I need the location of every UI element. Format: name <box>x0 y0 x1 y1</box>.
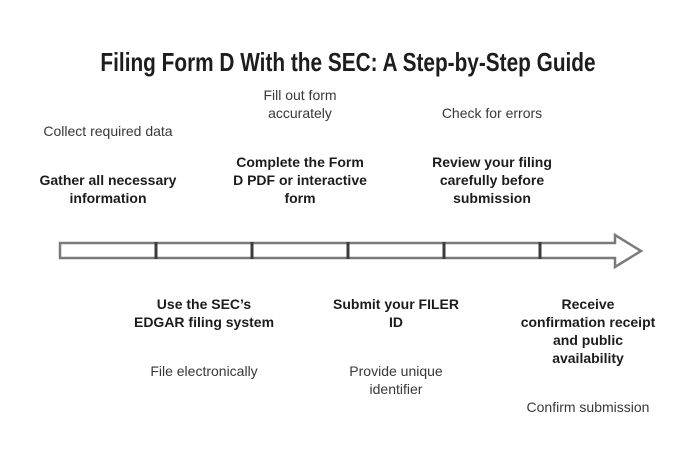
arrow-shaft <box>58 232 644 270</box>
page-title: Filing Form D With the SEC: A Step-by-St… <box>100 47 596 77</box>
step-description: Check for errors <box>441 105 543 121</box>
step-2-edgar-system: Use the SEC’s EDGAR filing system File e… <box>118 277 290 398</box>
step-label: Gather all necessary information <box>39 172 177 206</box>
step-4-filer-id: Submit your FILER ID Provide unique iden… <box>310 277 482 416</box>
step-6-confirmation: Receive confirmation receipt and public … <box>502 277 674 434</box>
step-label: Complete the Form D PDF or interactive f… <box>233 154 367 206</box>
step-description: Collect required data <box>43 123 173 139</box>
step-5-review-filing: Check for errors Review your filing care… <box>406 86 578 225</box>
step-description: File electronically <box>150 363 258 379</box>
step-1-gather-data: Collect required data Gather all necessa… <box>22 104 194 225</box>
step-label: Use the SEC’s EDGAR filing system <box>133 296 275 330</box>
step-label: Receive confirmation receipt and public … <box>520 296 656 366</box>
timeline-arrow <box>58 232 644 270</box>
step-description: Fill out form accurately <box>263 87 337 121</box>
step-label: Submit your FILER ID <box>333 296 459 330</box>
step-description: Confirm submission <box>526 399 650 415</box>
step-3-complete-form: Fill out form accurately Complete the Fo… <box>214 68 386 225</box>
step-label: Review your filing carefully before subm… <box>432 154 552 206</box>
step-description: Provide unique identifier <box>349 363 443 397</box>
